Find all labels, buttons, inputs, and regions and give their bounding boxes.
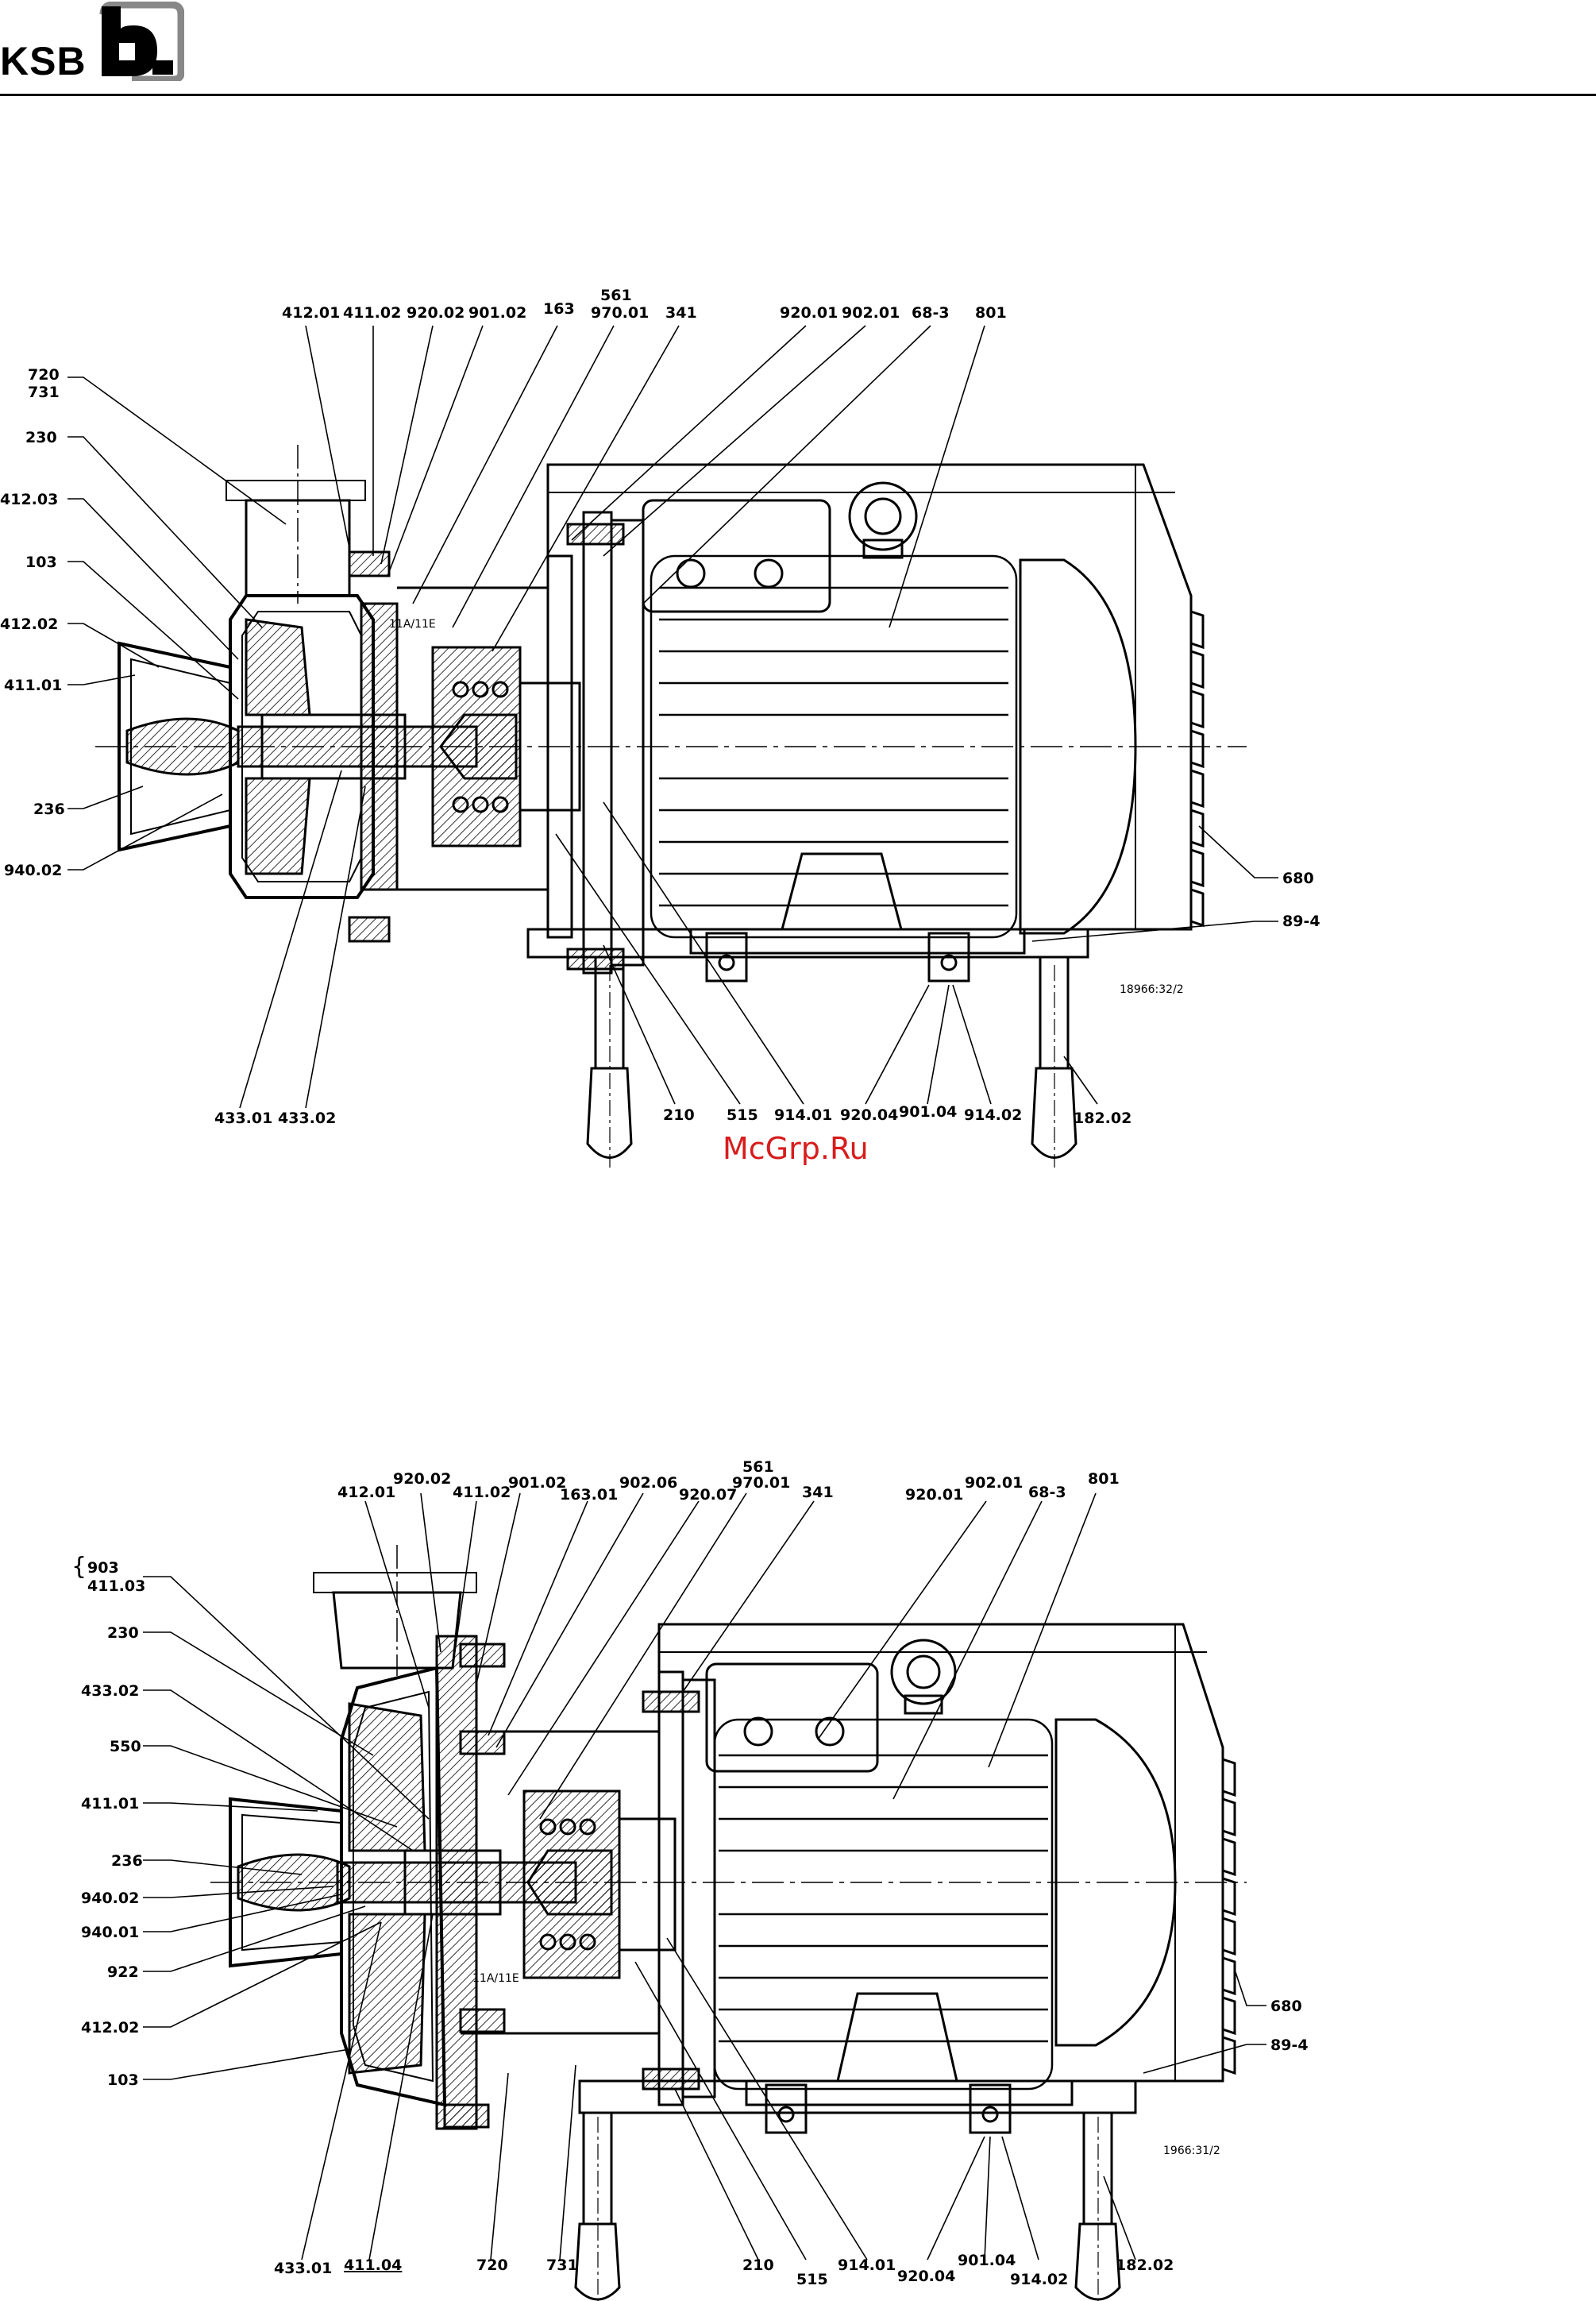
callout-label: 902.01 xyxy=(842,304,900,322)
callout-label: 920.01 xyxy=(780,304,838,322)
callout-label: 89-4 xyxy=(1270,2037,1309,2054)
callout-label: 230 xyxy=(107,1624,139,1642)
callout-label: 103 xyxy=(25,554,57,571)
callout-label: 433.01 xyxy=(214,1110,272,1127)
callout-label: 68-3 xyxy=(1028,1484,1066,1501)
callout-label: 901.02 xyxy=(508,1474,566,1492)
callout-label: 731 xyxy=(546,2257,578,2274)
callout-label: 411.02 xyxy=(343,304,401,322)
watermark-text: McGrp.Ru xyxy=(723,1131,869,1166)
callout-label: 970.01 xyxy=(732,1474,790,1492)
callout-label: 433.01 xyxy=(274,2260,332,2277)
callout-label: 515 xyxy=(796,2271,828,2288)
callout-label: 236 xyxy=(33,801,65,818)
drawing-number: 18966:32/2 xyxy=(1120,983,1184,996)
callout-label: 920.02 xyxy=(393,1470,451,1488)
callout-label: 412.02 xyxy=(81,2019,139,2037)
callout-label: 920.01 xyxy=(905,1486,963,1504)
drawing-number: 1966:31/2 xyxy=(1163,2145,1220,2157)
callout-label: 210 xyxy=(663,1106,695,1124)
callout-label: 411.02 xyxy=(453,1484,511,1501)
callout-label: 940.02 xyxy=(4,862,62,879)
section-mark: 11A/11E xyxy=(472,1972,519,1985)
callout-label: 731 xyxy=(28,384,60,401)
callout-label: 940.02 xyxy=(81,1890,139,1907)
callout-label: 920.04 xyxy=(897,2268,955,2285)
callout-label: 920.07 xyxy=(679,1486,737,1504)
brace: { xyxy=(71,1553,87,1581)
callout-label: 103 xyxy=(107,2071,139,2089)
callout-label: 901.04 xyxy=(958,2252,1016,2269)
callout-label: 720 xyxy=(476,2257,508,2274)
callout-label: 411.01 xyxy=(81,1795,139,1813)
callout-label: 801 xyxy=(1088,1470,1120,1488)
callout-label: 914.01 xyxy=(838,2257,896,2274)
callout-label: 550 xyxy=(110,1738,141,1755)
callout-label: 901.02 xyxy=(468,304,526,322)
callout-label: 902.01 xyxy=(965,1474,1023,1492)
callout-label: 940.01 xyxy=(81,1924,139,1941)
callout-label: 920.04 xyxy=(840,1106,898,1124)
callout-label: 163 xyxy=(543,300,575,318)
section-mark: 11A/11E xyxy=(389,618,436,631)
callout-label: 515 xyxy=(727,1106,758,1124)
callout-label: 561 xyxy=(742,1458,774,1476)
callout-label: 412.02 xyxy=(0,616,58,633)
callout-label: 411.04 xyxy=(344,2257,402,2274)
pump-section-drawing-bottom xyxy=(210,1545,1247,2301)
callout-label: 680 xyxy=(1270,1998,1302,2015)
callout-label: 901.04 xyxy=(899,1103,957,1121)
callout-label: 89-4 xyxy=(1282,913,1320,930)
callout-label: 914.02 xyxy=(1010,2271,1068,2288)
header-rule xyxy=(0,94,1596,96)
callout-label: 341 xyxy=(665,304,697,322)
callout-label: 914.02 xyxy=(964,1106,1022,1124)
pump-section-drawing-top xyxy=(95,445,1247,1168)
callout-label: 412.03 xyxy=(0,491,58,508)
callout-label: 411.01 xyxy=(4,677,62,694)
ksb-logo-text: KSB xyxy=(0,39,87,83)
callout-label: 411.03 xyxy=(87,1577,145,1595)
ksb-logo-icon xyxy=(99,2,184,81)
callout-label: 914.01 xyxy=(774,1106,832,1124)
callout-label: 236 xyxy=(111,1852,143,1870)
callout-label: 68-3 xyxy=(912,304,950,322)
callout-label: 970.01 xyxy=(591,304,649,322)
callout-label: 341 xyxy=(802,1484,834,1501)
callout-label: 230 xyxy=(25,429,57,446)
callout-label: 412.01 xyxy=(337,1484,395,1501)
callout-label: 920.02 xyxy=(407,304,465,322)
callout-label: 182.02 xyxy=(1074,1110,1131,1127)
callout-label: 902.06 xyxy=(619,1474,677,1492)
bottom-callouts: 412.01 920.02 411.02 901.02 163.01 902.0… xyxy=(71,1458,1309,2288)
callout-label: 210 xyxy=(742,2257,774,2274)
callout-label: 163.01 xyxy=(560,1486,618,1504)
callout-label: 720 xyxy=(28,366,60,384)
top-callouts: 412.01 411.02 920.02 901.02 163 561 970.… xyxy=(0,287,1320,1127)
callout-label: 433.02 xyxy=(278,1110,336,1127)
callout-label: 922 xyxy=(107,1963,139,1981)
callout-label: 561 xyxy=(600,287,632,304)
callout-label: 801 xyxy=(975,304,1007,322)
callout-label: 903 xyxy=(87,1559,119,1577)
callout-label: 412.01 xyxy=(282,304,340,322)
callout-label: 680 xyxy=(1282,870,1314,887)
callout-label: 182.02 xyxy=(1116,2257,1174,2274)
callout-label: 433.02 xyxy=(81,1682,139,1700)
